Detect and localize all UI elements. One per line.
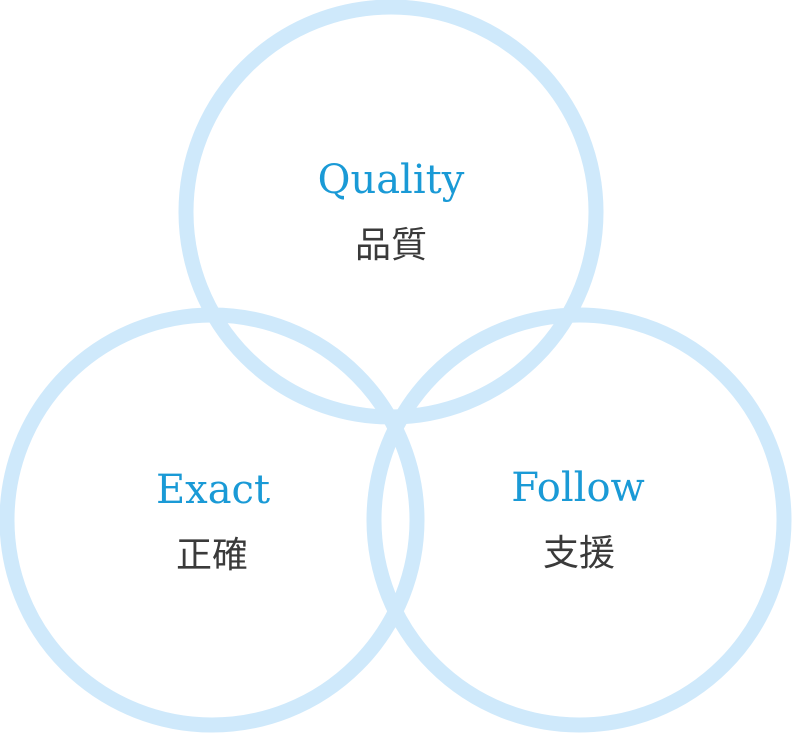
circle-quality-english-label: Quality <box>318 157 465 203</box>
circle-quality: Quality 品質 <box>178 0 604 425</box>
circle-follow-japanese-label: 支援 <box>543 533 615 574</box>
circle-follow-english-label: Follow <box>511 465 645 511</box>
circle-follow: Follow 支援 <box>366 307 792 733</box>
circle-exact-japanese-label: 正確 <box>176 535 248 576</box>
circle-quality-ring <box>178 0 604 425</box>
circle-exact: Exact 正確 <box>0 307 425 733</box>
circle-quality-japanese-label: 品質 <box>355 225 427 266</box>
circle-follow-ring <box>366 307 792 733</box>
circle-exact-english-label: Exact <box>156 467 270 513</box>
circle-exact-ring <box>0 307 425 733</box>
